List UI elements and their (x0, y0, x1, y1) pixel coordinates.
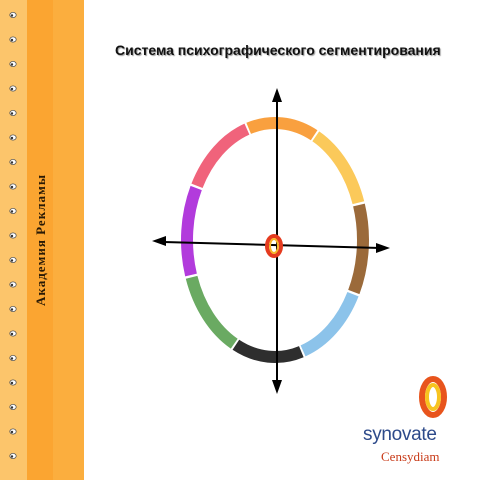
binder-ring (9, 207, 17, 214)
wheel-segment-green (185, 275, 238, 349)
segment-wheel (181, 117, 369, 363)
wheel-segment-pink (191, 123, 250, 189)
sidebar-label: Академия Рекламы (33, 174, 48, 306)
binder-ring (9, 158, 17, 165)
binder-ring (9, 11, 17, 18)
horizontal-axis-arrow-left (152, 236, 166, 246)
binder-ring (9, 61, 17, 68)
binder-ring (9, 379, 17, 386)
binder-ring (9, 232, 17, 239)
censydiam-ring-icon (419, 376, 447, 418)
binder-rings (9, 11, 17, 459)
binder-ring (9, 452, 17, 459)
sidebar-inner-strip (53, 0, 84, 480)
wheel-segment-light-blue (300, 291, 359, 357)
binder-ring (9, 36, 17, 43)
binder-ring (9, 256, 17, 263)
vertical-axis-arrow-up (272, 88, 282, 102)
binder-ring (9, 428, 17, 435)
wheel-segment-orange (246, 117, 318, 141)
binder-ring (9, 85, 17, 92)
wheel-segment-brown (348, 203, 369, 295)
binder-ring (9, 110, 17, 117)
binder-ring (9, 305, 17, 312)
center-ring-icon (265, 234, 283, 258)
binder-ring (9, 330, 17, 337)
logo-wordmark: synovate (363, 424, 437, 445)
slide-title: Система психографического сегментировани… (115, 42, 441, 58)
wheel-segment-black (232, 339, 304, 363)
binder-ring (9, 281, 17, 288)
wheel-segment-purple (181, 185, 202, 277)
horizontal-axis-arrow-right (376, 243, 390, 253)
synovate-logo: synovate Censydiam (355, 370, 475, 470)
sidebar: Академия Рекламы (0, 0, 84, 480)
vertical-axis-arrow-down (272, 380, 282, 394)
sidebar-light-strip (0, 0, 27, 480)
binder-ring (9, 134, 17, 141)
segmentation-diagram (152, 88, 390, 394)
binder-ring (9, 354, 17, 361)
binder-ring (9, 183, 17, 190)
binder-ring (9, 403, 17, 410)
wheel-segment-yellow (312, 131, 365, 205)
logo-subtitle: Censydiam (381, 449, 440, 464)
horizontal-axis (163, 241, 381, 249)
